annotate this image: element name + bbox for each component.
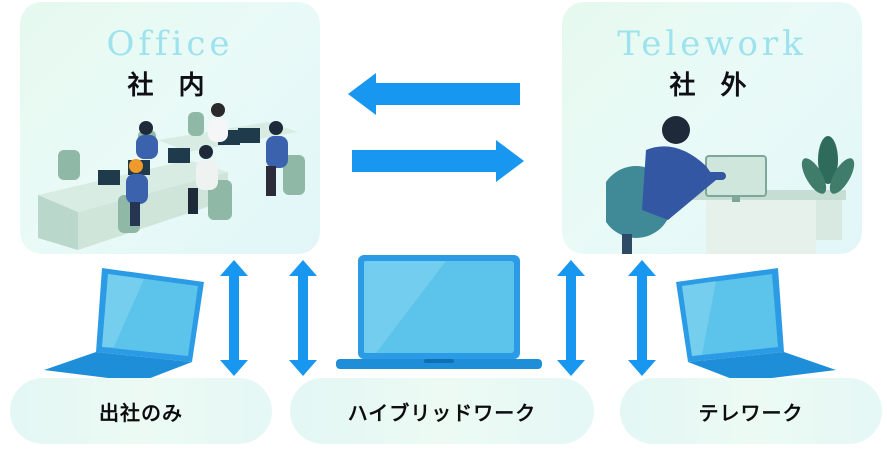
office-only-text: 出社のみ <box>99 400 183 425</box>
updown-arrow-4 <box>628 260 656 376</box>
telework-title-jp: 社 外 <box>669 71 755 101</box>
arrow-to-telework <box>352 140 524 182</box>
updown-arrow-1 <box>220 260 248 376</box>
laptop-left-icon <box>44 268 204 382</box>
updown-arrow-2 <box>289 260 317 376</box>
telework-panel: Telework 社 外 <box>562 2 862 254</box>
telework-label: テレワーク <box>620 378 882 444</box>
laptop-right-icon <box>676 268 836 382</box>
office-panel: Office 社 内 <box>20 2 320 254</box>
telework-text: テレワーク <box>698 400 804 425</box>
teleworker-illustration <box>606 116 855 254</box>
office-only-label: 出社のみ <box>10 378 272 444</box>
updown-arrow-3 <box>557 260 585 376</box>
office-title-jp: 社 内 <box>127 71 213 101</box>
office-workers-illustration <box>38 103 305 250</box>
telework-title-en: Telework <box>617 24 807 64</box>
laptop-center-icon <box>336 255 542 369</box>
office-title-en: Office <box>106 24 234 64</box>
hybrid-work-text: ハイブリッドワーク <box>347 400 537 425</box>
arrow-to-office <box>348 73 520 115</box>
hybrid-work-label: ハイブリッドワーク <box>290 378 594 444</box>
